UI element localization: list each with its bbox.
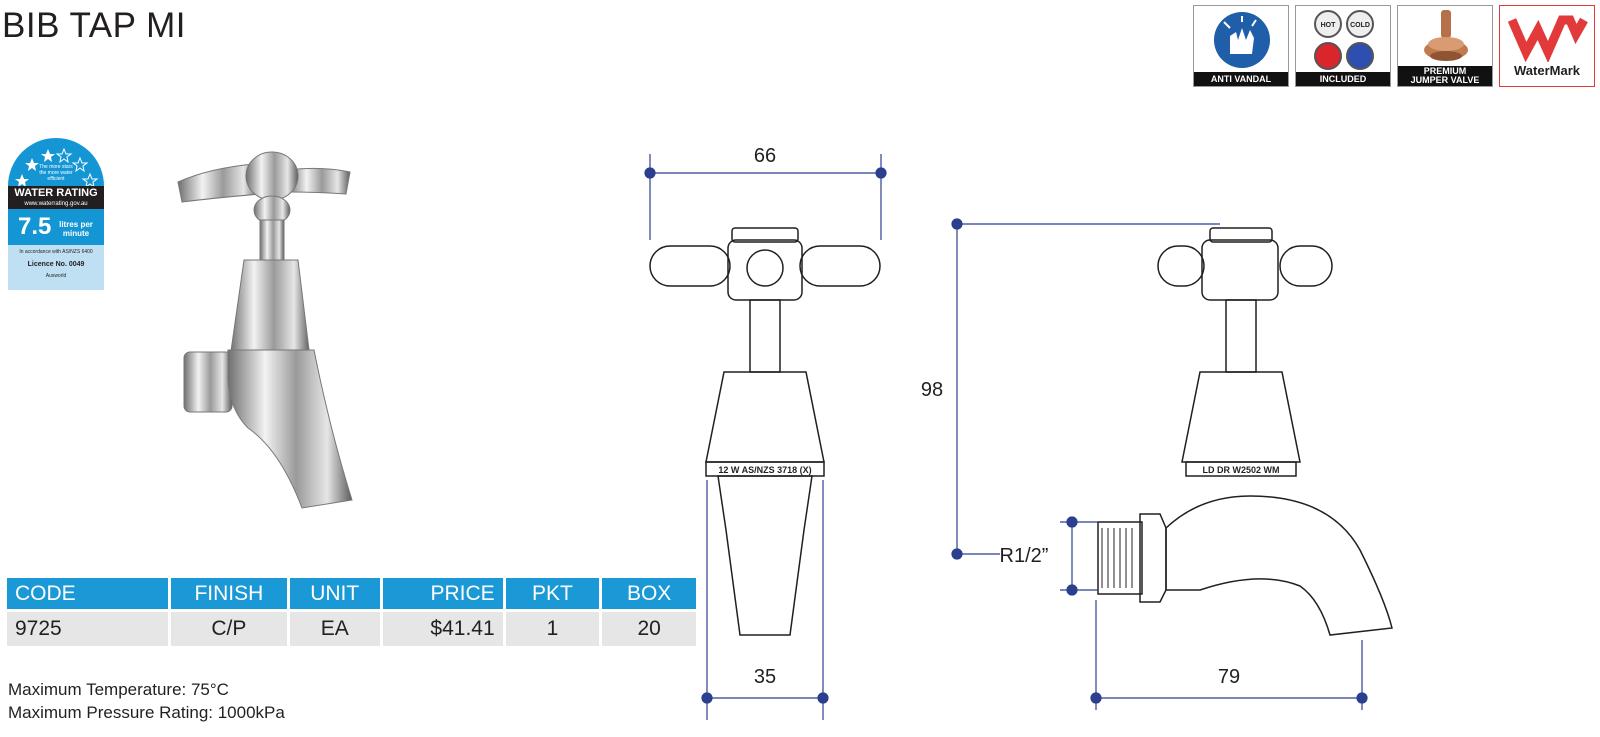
spec-table: CODE FINISH UNIT PRICE PKT BOX 9725 C/P … bbox=[4, 578, 699, 646]
anti-vandal-label: ANTI VANDAL bbox=[1194, 72, 1288, 86]
water-rating-label: The more stars the more water efficient … bbox=[8, 138, 104, 298]
col-pkt: PKT bbox=[505, 578, 600, 612]
dim-height: 98 bbox=[921, 379, 943, 401]
spec-notes: Maximum Temperature: 75°C Maximum Pressu… bbox=[8, 678, 285, 724]
side-thread bbox=[1097, 521, 1143, 595]
col-box: BOX bbox=[602, 578, 696, 612]
water-rating-heading: WATER RATING bbox=[8, 186, 104, 200]
cell-code: 9725 bbox=[7, 612, 168, 646]
water-rating-lower-panel bbox=[8, 245, 104, 290]
front-handle-right bbox=[799, 245, 881, 287]
cell-price: $41.41 bbox=[382, 612, 503, 646]
flow-rate-unit: litres per minute bbox=[59, 220, 93, 238]
jumper-valve-label: PREMIUM JUMPER VALVE bbox=[1398, 66, 1492, 86]
jumper-valve-badge: PREMIUM JUMPER VALVE bbox=[1397, 5, 1493, 87]
licence-number: Licence No. 0049 bbox=[27, 261, 85, 268]
front-spout bbox=[717, 475, 813, 636]
side-cap bbox=[1209, 227, 1273, 243]
dim-top-width: 66 bbox=[754, 145, 776, 167]
jumper-valve-label-line-1: PREMIUM bbox=[1423, 66, 1467, 76]
front-body bbox=[705, 371, 825, 463]
star-rating-icon bbox=[15, 147, 99, 186]
side-stamp-band bbox=[1185, 461, 1297, 477]
hot-index-text: HOT bbox=[1321, 22, 1337, 29]
watermark-badge: WaterMark bbox=[1499, 5, 1595, 87]
product-photo bbox=[177, 151, 353, 509]
col-price: PRICE bbox=[382, 578, 503, 612]
front-spindle bbox=[749, 299, 781, 373]
water-rating-url: www.waterrating.gov.au bbox=[8, 200, 104, 209]
col-unit: UNIT bbox=[289, 578, 380, 612]
technical-drawing: 12 W AS/NZS 3718 (X) LD DR W2502 WM 66 3… bbox=[644, 145, 1393, 720]
water-rating-value-panel bbox=[8, 209, 104, 245]
dim-bottom-width: 35 bbox=[754, 666, 776, 688]
cell-unit: EA bbox=[289, 612, 380, 646]
watermark-logo-icon bbox=[1507, 15, 1588, 64]
max-temperature-note: Maximum Temperature: 75°C bbox=[8, 680, 229, 699]
certifier-name: Ausworld bbox=[45, 273, 67, 279]
cell-box: 20 bbox=[602, 612, 696, 646]
front-handle-hub bbox=[727, 239, 803, 301]
front-stamp-text: 12 W AS/NZS 3718 (X) bbox=[718, 465, 811, 475]
feature-badges: ANTI VANDAL HOT COLD INCLUDED PREMIUM JU… bbox=[1193, 5, 1595, 87]
dim-reach: 79 bbox=[1218, 666, 1240, 688]
watermark-label: WaterMark bbox=[1514, 63, 1580, 78]
flow-rate-value: 7.5 bbox=[18, 213, 52, 240]
jumper-valve-icon bbox=[1424, 10, 1468, 61]
front-handle-left bbox=[649, 245, 731, 287]
cell-pkt: 1 bbox=[505, 612, 600, 646]
table-row: 9725 C/P EA $41.41 1 20 bbox=[7, 612, 696, 646]
stars-note: The more stars the more water efficient bbox=[39, 164, 73, 182]
front-cap bbox=[731, 227, 799, 243]
col-code: CODE bbox=[7, 578, 168, 612]
side-body bbox=[1181, 371, 1301, 463]
dim-thread: R1/2” bbox=[1000, 545, 1049, 567]
max-pressure-note: Maximum Pressure Rating: 1000kPa bbox=[8, 703, 285, 722]
side-spindle bbox=[1225, 299, 1257, 373]
indices-included-badge: HOT COLD INCLUDED bbox=[1295, 5, 1391, 87]
hot-cold-indices-icon: HOT COLD bbox=[1314, 10, 1374, 70]
cell-finish: C/P bbox=[170, 612, 287, 646]
side-stamp-text: LD DR W2502 WM bbox=[1202, 465, 1279, 475]
included-label: INCLUDED bbox=[1296, 72, 1390, 86]
side-hex-nut bbox=[1139, 513, 1167, 603]
side-handle-left bbox=[1157, 245, 1205, 287]
anti-vandal-icon bbox=[1214, 12, 1270, 68]
side-handle-hub bbox=[1201, 239, 1279, 301]
standard-accordance: In accordance with AS/NZS 6400 bbox=[19, 249, 93, 255]
col-finish: FINISH bbox=[170, 578, 287, 612]
anti-vandal-badge: ANTI VANDAL bbox=[1193, 5, 1289, 87]
cold-index-text: COLD bbox=[1350, 22, 1370, 29]
spec-table-header-row: CODE FINISH UNIT PRICE PKT BOX bbox=[7, 578, 696, 612]
jumper-valve-label-line-2: JUMPER VALVE bbox=[1410, 75, 1480, 85]
front-index-button bbox=[746, 249, 784, 287]
product-title: BIB TAP MI bbox=[2, 6, 186, 45]
side-spout bbox=[1165, 495, 1393, 636]
side-handle-right bbox=[1279, 245, 1333, 287]
